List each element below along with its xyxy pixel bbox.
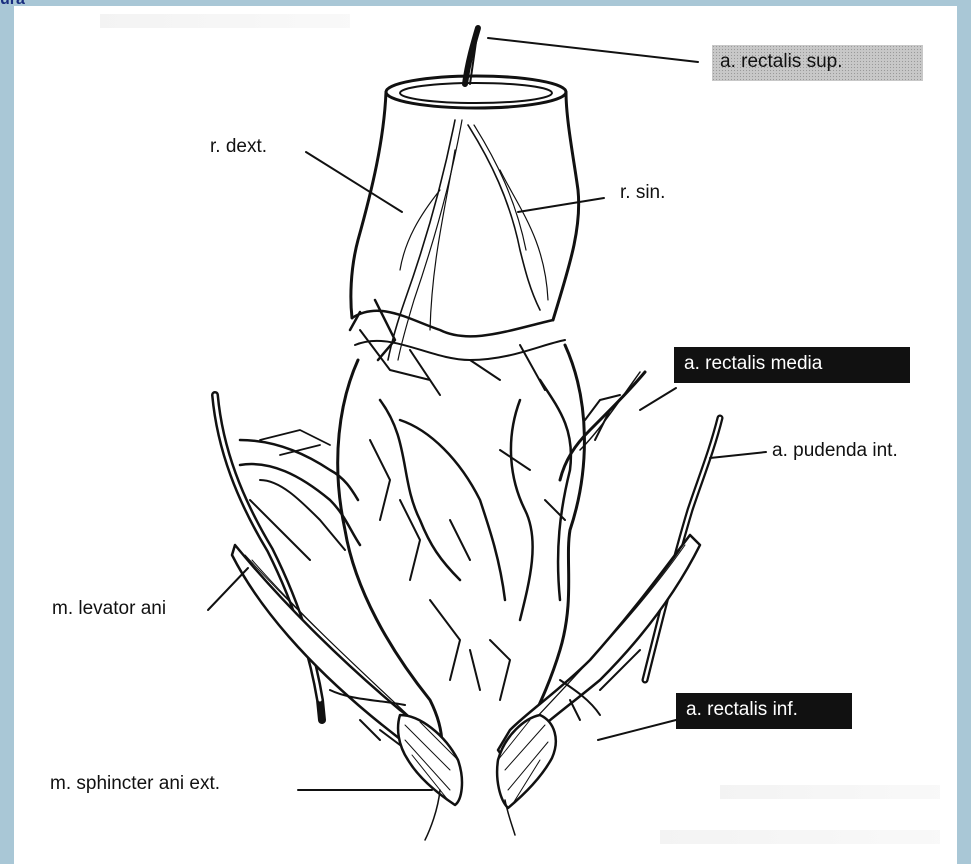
rectum-outline xyxy=(351,92,386,318)
leader-levator-ani xyxy=(208,568,248,610)
leader-rectalis-media xyxy=(640,388,676,410)
label-rectalis-inf: a. rectalis inf. xyxy=(676,693,852,729)
leader-r-sin xyxy=(518,198,604,212)
label-sphincter-ani-ext: m. sphincter ani ext. xyxy=(50,773,220,795)
leader-rectalis-inf xyxy=(598,720,676,740)
leader-rectalis-sup xyxy=(488,38,698,62)
left-external-sphincter xyxy=(398,715,462,805)
label-levator-ani: m. levator ani xyxy=(52,598,166,620)
label-rectalis-media: a. rectalis media xyxy=(674,347,910,383)
label-r-dext: r. dext. xyxy=(210,136,267,158)
label-pudenda-int: a. pudenda int. xyxy=(772,440,898,462)
right-external-sphincter xyxy=(497,715,556,808)
leader-r-dext xyxy=(306,152,402,212)
left-branch-vessel xyxy=(468,125,540,310)
label-r-sin: r. sin. xyxy=(620,182,665,204)
label-rectalis-sup: a. rectalis sup. xyxy=(712,45,923,81)
leader-pudenda-int xyxy=(710,452,766,458)
